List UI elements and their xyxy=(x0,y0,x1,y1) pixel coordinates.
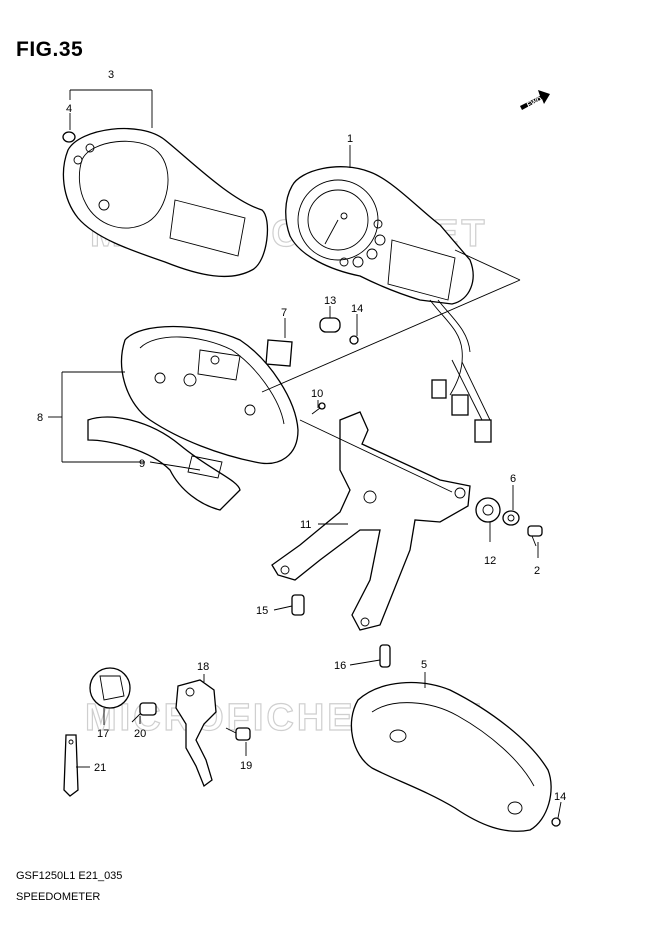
section-name: SPEEDOMETER xyxy=(16,891,101,903)
part-14-screw-lower xyxy=(551,817,561,827)
part-16-bolt xyxy=(379,644,391,668)
callout-labels: 1 2 3 4 5 6 7 8 9 10 11 12 13 14 15 16 1… xyxy=(37,69,566,803)
part-17-cover xyxy=(89,667,131,709)
callout-11: 11 xyxy=(300,519,311,531)
part-2-bolt xyxy=(527,525,543,547)
callout-7: 7 xyxy=(281,307,287,319)
callout-8: 8 xyxy=(37,412,43,424)
part-8-meter-case xyxy=(120,325,299,464)
callout-14: 14 xyxy=(351,303,363,315)
callout-15: 15 xyxy=(256,605,268,617)
part-4-screw xyxy=(62,131,76,143)
callout-18: 18 xyxy=(197,661,209,673)
part-18-sensor xyxy=(175,679,217,788)
part-3-front-cover xyxy=(62,127,269,278)
callout-19: 19 xyxy=(240,760,252,772)
model-code: GSF1250L1 E21_035 xyxy=(16,870,123,882)
leader-lines xyxy=(48,89,562,819)
part-10-screw xyxy=(311,402,326,415)
callout-9: 9 xyxy=(139,458,145,470)
callout-16: 16 xyxy=(334,660,346,672)
callout-5: 5 xyxy=(421,659,427,671)
part-21-clamp xyxy=(63,734,79,797)
callout-12: 12 xyxy=(484,555,496,567)
part-6-washer xyxy=(502,510,520,526)
part-7-cushion xyxy=(265,339,293,367)
part-11-bracket xyxy=(271,411,471,631)
callout-13: 13 xyxy=(324,295,336,307)
part-20-screw xyxy=(131,702,157,723)
fwd-label: FWD xyxy=(526,96,543,109)
part-5-lower-cover xyxy=(350,682,552,832)
callout-4: 4 xyxy=(66,103,72,115)
part-9-cover xyxy=(87,416,241,511)
part-12-grommet xyxy=(475,497,501,523)
callout-1: 1 xyxy=(347,133,353,145)
callout-17: 17 xyxy=(97,728,109,740)
part-19-bolt xyxy=(225,727,251,741)
part-1-speedometer-assembly xyxy=(285,166,492,443)
callout-2: 2 xyxy=(534,565,540,577)
callout-14-lower: 14 xyxy=(554,791,566,803)
part-15-bolt xyxy=(291,594,305,616)
figure-title: FIG.35 xyxy=(16,38,84,61)
callout-20: 20 xyxy=(134,728,146,740)
part-13-damper xyxy=(319,317,341,333)
fwd-arrow-icon: FWD xyxy=(520,90,550,110)
callout-21: 21 xyxy=(94,762,106,774)
callout-10: 10 xyxy=(311,388,323,400)
callout-6: 6 xyxy=(510,473,516,485)
callout-3: 3 xyxy=(108,69,114,81)
part-14-screw xyxy=(349,335,359,345)
